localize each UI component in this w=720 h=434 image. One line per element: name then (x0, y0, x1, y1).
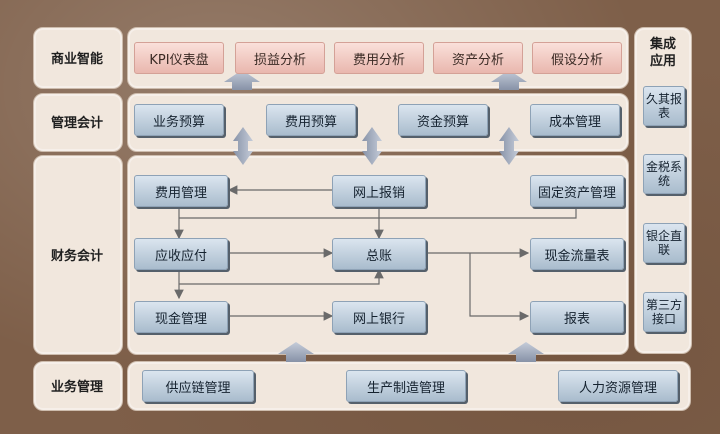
fin-module-reports[interactable]: 报表 (530, 301, 624, 333)
up-arrow-1 (224, 70, 260, 90)
bi-module-asset[interactable]: 资产分析 (433, 42, 523, 74)
integration-module-bank-link[interactable]: 银企直联 (643, 223, 685, 263)
up-arrow-4 (508, 342, 544, 362)
fin-module-general-ledger[interactable]: 总账 (332, 238, 426, 270)
double-arrow-1 (233, 127, 253, 165)
double-arrow-3 (499, 127, 519, 165)
mgmt-module-cost[interactable]: 成本管理 (530, 104, 620, 136)
bi-module-profit[interactable]: 损益分析 (235, 42, 325, 74)
integration-module-jiuqi[interactable]: 久其报表 (643, 86, 685, 126)
bi-module-expense[interactable]: 费用分析 (334, 42, 424, 74)
double-arrow-2 (362, 127, 382, 165)
mgmt-label-panel (33, 93, 123, 152)
bi-module-kpi[interactable]: KPI仪表盘 (134, 42, 224, 74)
layer-label-mgmt: 管理会计 (50, 116, 103, 131)
up-arrow-3 (278, 342, 314, 362)
fin-module-fixed-assets[interactable]: 固定资产管理 (530, 175, 624, 207)
biz-module-hr[interactable]: 人力资源管理 (558, 370, 678, 402)
biz-module-supply-chain[interactable]: 供应链管理 (142, 370, 254, 402)
link-gl-reports (469, 253, 530, 321)
fin-module-cash-mgmt[interactable]: 现金管理 (134, 301, 228, 333)
link-cash-gl (179, 268, 384, 285)
fin-module-expense-mgmt[interactable]: 费用管理 (134, 175, 228, 207)
layer-label-fin: 财务会计 (50, 248, 103, 264)
fin-module-online-bank[interactable]: 网上银行 (332, 301, 426, 333)
layer-label-biz: 业务管理 (50, 379, 103, 395)
biz-module-manufacturing[interactable]: 生产制造管理 (346, 370, 466, 402)
biz-label-panel (33, 361, 123, 411)
layer-label-integration: 集成应用 (649, 37, 676, 69)
bi-label-panel (33, 27, 123, 89)
bi-module-hypothesis[interactable]: 假设分析 (532, 42, 622, 74)
mgmt-module-fund-budget[interactable]: 资金预算 (398, 104, 488, 136)
integration-module-golden-tax[interactable]: 金税系统 (643, 154, 685, 194)
mgmt-module-business-budget[interactable]: 业务预算 (134, 104, 224, 136)
fin-module-ar-ap[interactable]: 应收应付 (134, 238, 228, 270)
integration-module-third-party[interactable]: 第三方接口 (643, 292, 685, 332)
link-fixed-gl (179, 205, 577, 219)
layer-label-bi: 商业智能 (50, 51, 103, 67)
fin-module-cash-flow[interactable]: 现金流量表 (530, 238, 624, 270)
mgmt-module-expense-budget[interactable]: 费用预算 (266, 104, 356, 136)
up-arrow-2 (491, 70, 527, 90)
fin-module-online-reimburse[interactable]: 网上报销 (332, 175, 426, 207)
fin-label-panel (33, 155, 123, 355)
